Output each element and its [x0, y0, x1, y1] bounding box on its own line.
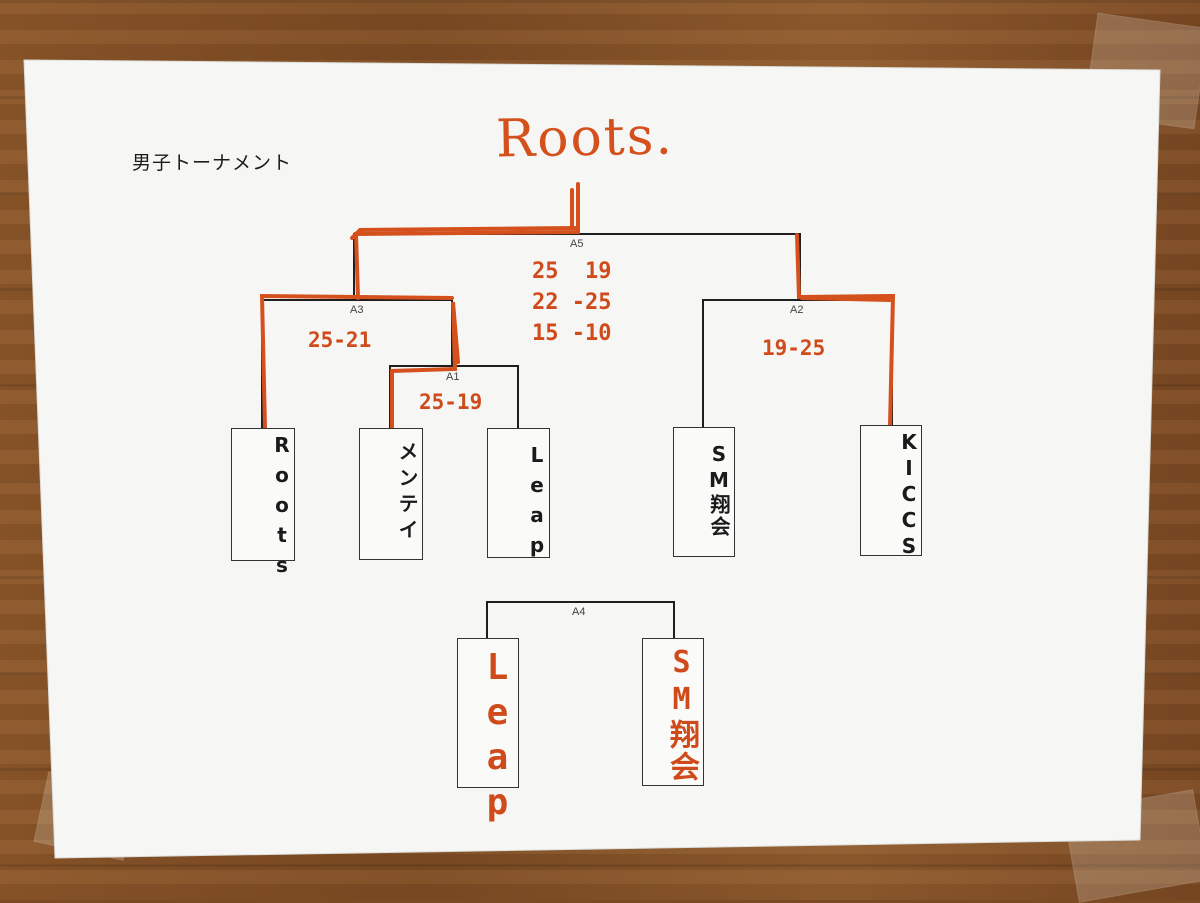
sheet-title: 男子トーナメント [132, 152, 293, 174]
match-label-a5: A5 [570, 238, 584, 250]
team-box-sm-shokai: SM翔会 [673, 427, 735, 557]
team-box-mentei: メンテイ [359, 428, 423, 560]
team-box-kiccs: KICCS [860, 425, 922, 560]
placement-team-left: Leap [477, 647, 518, 827]
score-a2: 19-25 [762, 336, 826, 360]
winner-path-marker [259, 182, 896, 430]
score-a1: 25-19 [419, 390, 483, 414]
handwritten-winner: Roots. [495, 106, 675, 170]
team-name-roots: Roots [270, 433, 294, 583]
team-box-roots: Roots [231, 428, 295, 583]
match-label-a4: A4 [572, 606, 586, 618]
team-box-leap: Leap [487, 428, 550, 563]
team-name-mentei: メンテイ [395, 441, 419, 545]
score-a3: 25-21 [308, 328, 372, 352]
match-label-a2: A2 [790, 304, 804, 316]
paper-sheet [23, 59, 1161, 859]
match-label-a1: A1 [446, 371, 460, 383]
team-name-kiccs: KICCS [897, 430, 921, 560]
placement-box-right: SM翔会 [642, 638, 704, 786]
team-name-sm-shokai: SM翔会 [707, 442, 731, 538]
placement-box-left: Leap [457, 638, 519, 827]
team-name-leap: Leap [525, 443, 549, 563]
score-a5: 25 19 22 -25 15 -10 [532, 259, 612, 346]
match-label-a3: A3 [350, 304, 364, 316]
placement-team-right: SM翔会 [664, 645, 699, 783]
